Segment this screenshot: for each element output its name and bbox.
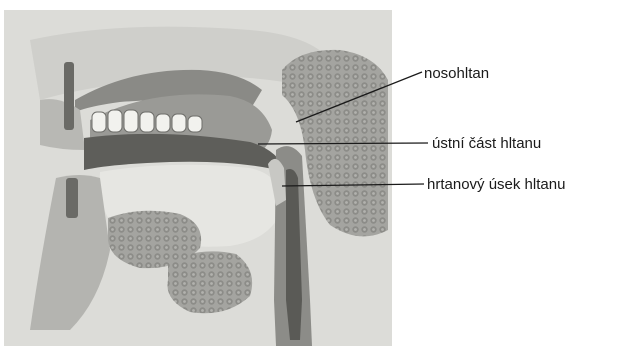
label-oropharynx: ústní část hltanu xyxy=(432,136,541,151)
label-laryngopharynx: hrtanový úsek hltanu xyxy=(427,177,565,192)
lip-dark-edge xyxy=(64,62,74,130)
lower-lip-dark-edge xyxy=(66,178,78,218)
label-nasopharynx: nosohltan xyxy=(424,66,489,81)
